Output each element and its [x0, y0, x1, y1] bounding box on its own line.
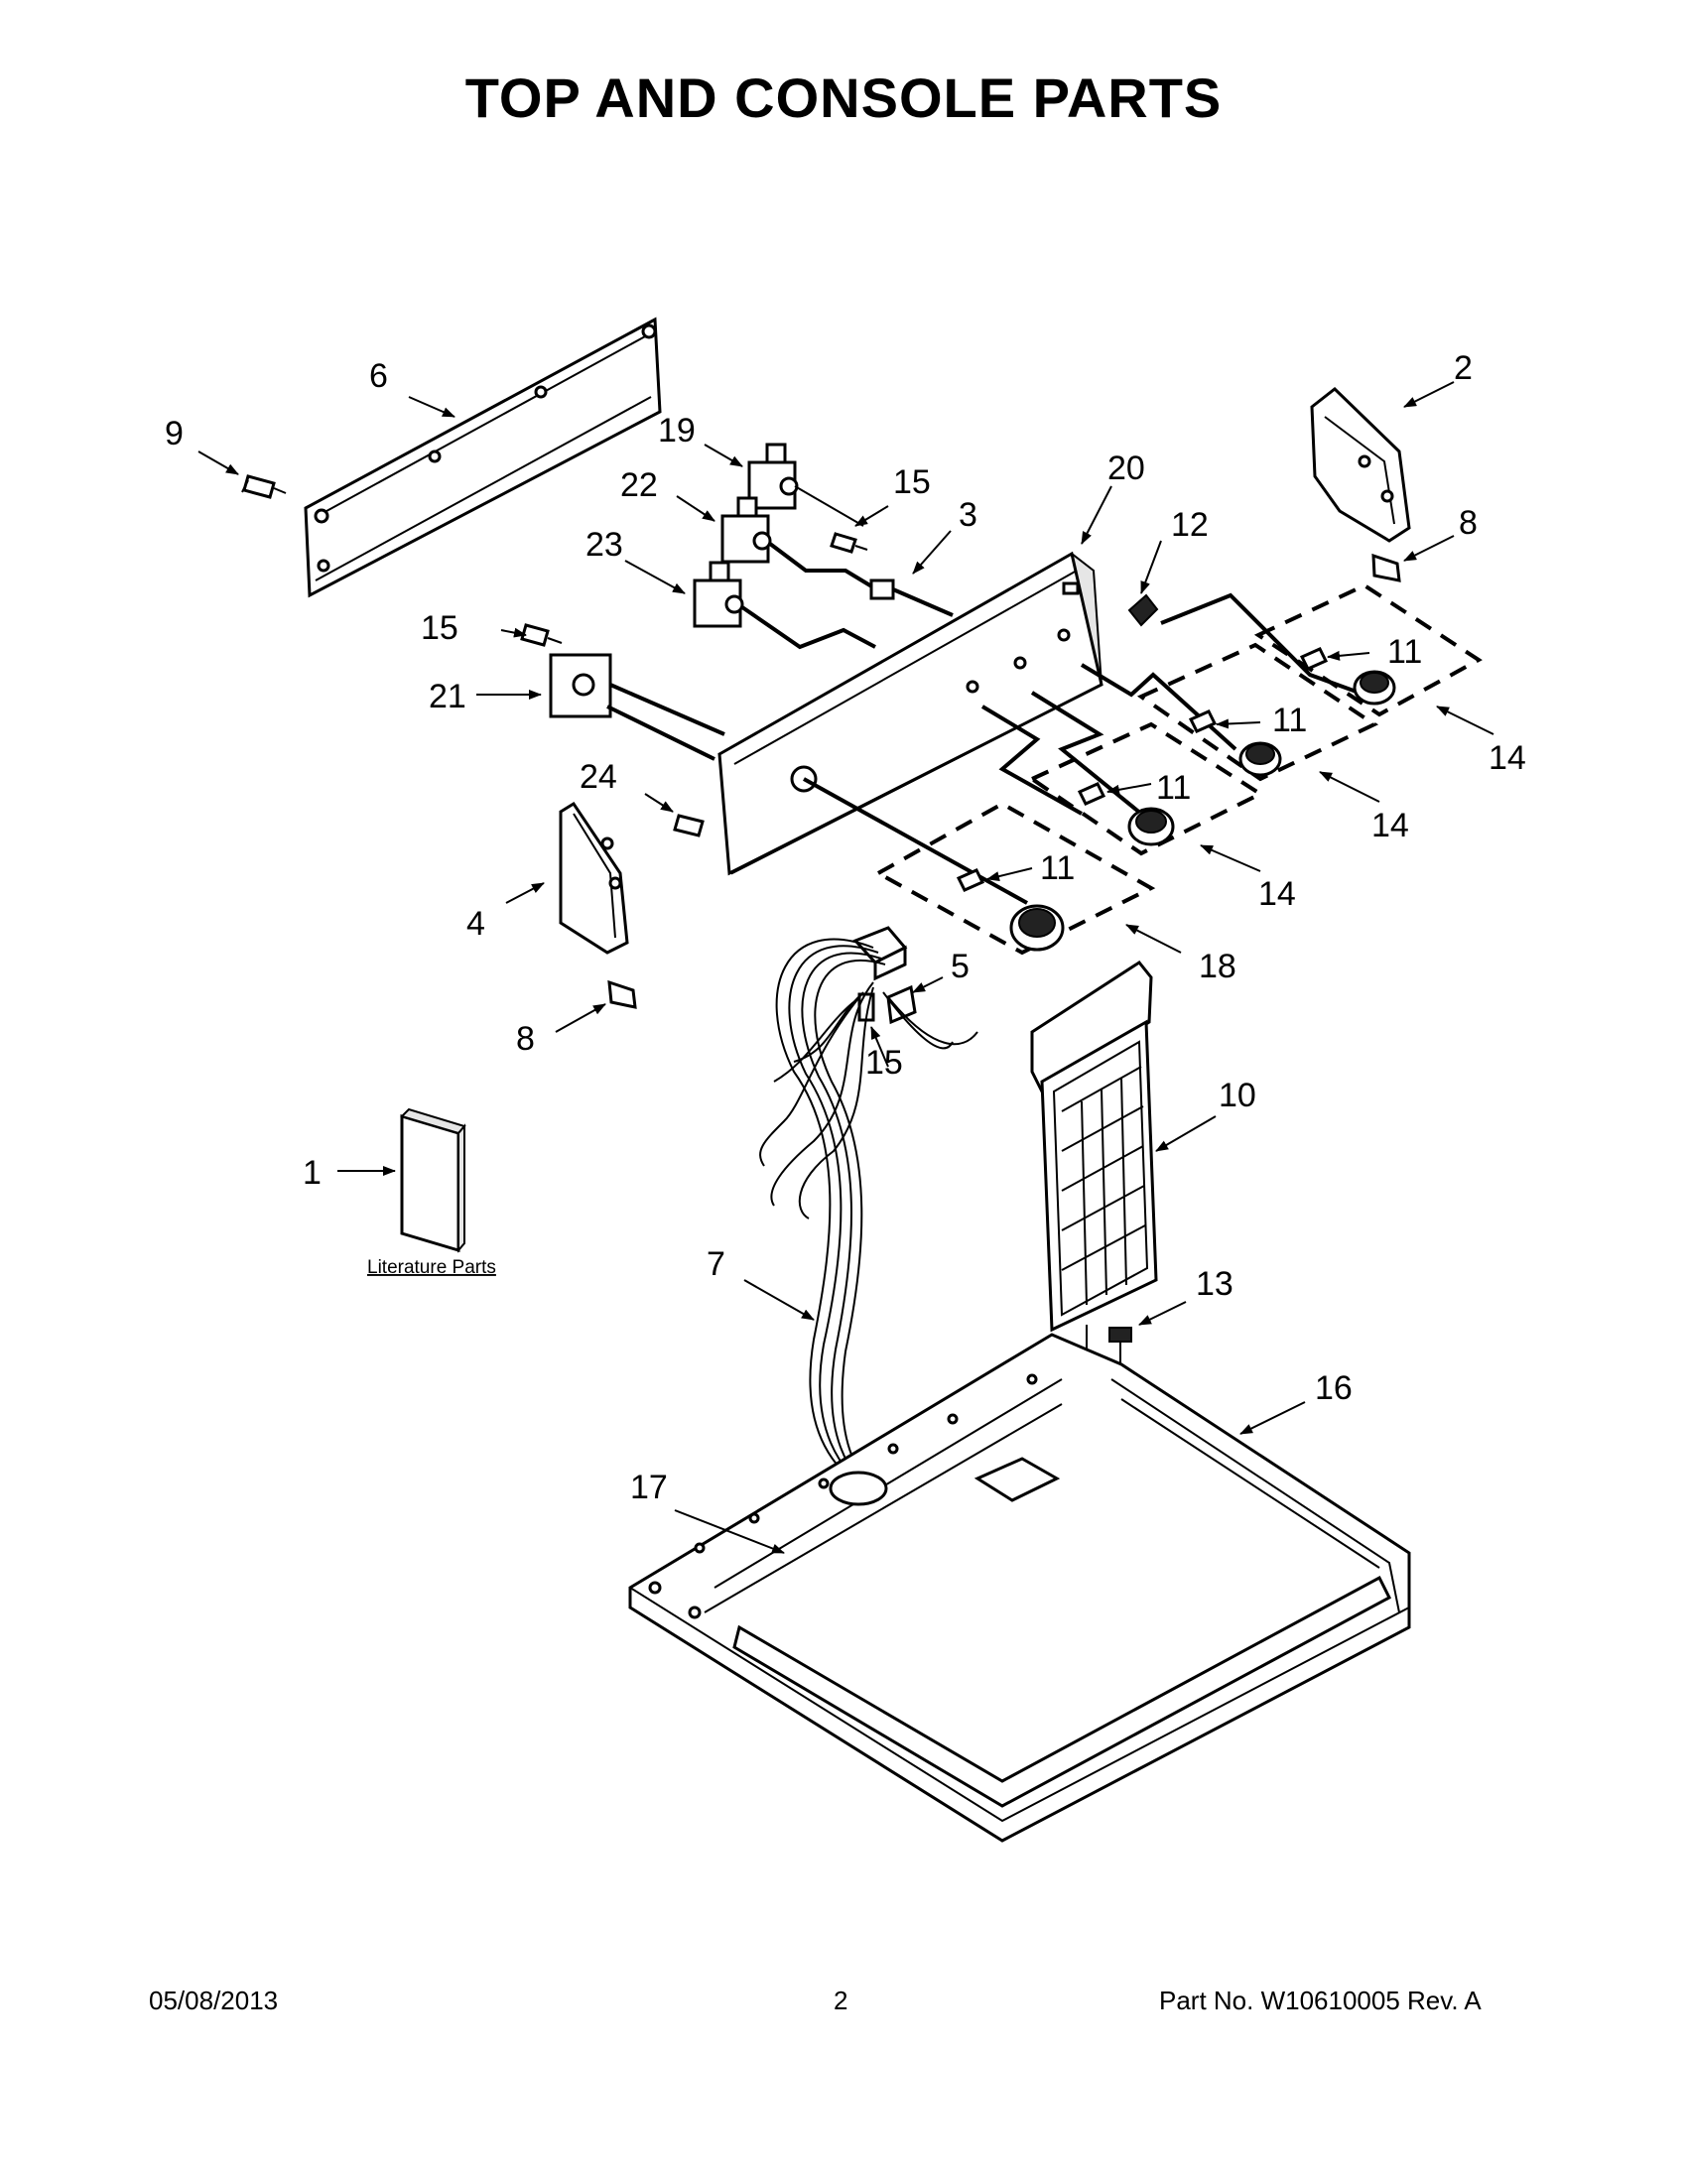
callout-23: 23 [585, 526, 623, 564]
callout-17: 17 [630, 1469, 668, 1506]
callout-15-left: 15 [421, 609, 458, 647]
part-9-screw [241, 474, 287, 499]
callout-11-c: 11 [1156, 769, 1191, 807]
part-18-knob-kit [873, 801, 1156, 956]
footer-page-number: 2 [834, 1986, 848, 2015]
part-5-terminal-block [852, 926, 917, 1025]
knob-4 [1009, 904, 1065, 952]
literature-parts-label: Literature Parts [367, 1257, 496, 1278]
callout-11-b: 11 [1272, 702, 1307, 739]
callout-15-bottom: 15 [865, 1044, 903, 1082]
callout-7: 7 [707, 1245, 725, 1283]
footer-part-number: Part No. W10610005 Rev. A [1159, 1986, 1482, 2015]
knob-1 [1353, 670, 1396, 706]
callout-10: 10 [1219, 1077, 1256, 1114]
part-21-timer [549, 653, 725, 761]
callout-6: 6 [369, 357, 388, 395]
callout-14-b: 14 [1371, 807, 1409, 844]
footer-date: 05/08/2013 [149, 1986, 279, 2015]
part-2-end-cap-right [1310, 387, 1411, 543]
page-title: TOP AND CONSOLE PARTS [464, 66, 1223, 129]
callout-15-top: 15 [893, 463, 931, 501]
callout-12: 12 [1171, 506, 1209, 544]
callout-11-d: 11 [1040, 849, 1075, 887]
callout-9: 9 [165, 415, 184, 452]
part-17-top-panel [628, 1333, 1411, 1843]
part-11-clip-c [1077, 782, 1106, 806]
callout-3: 3 [959, 496, 977, 534]
part-11-clip-a [1299, 647, 1329, 671]
callout-20: 20 [1107, 450, 1145, 487]
part-13-screw [1108, 1327, 1132, 1364]
part-24-screw [673, 814, 705, 837]
callout-21: 21 [429, 678, 466, 715]
callout-arrows [197, 381, 1494, 1554]
part-22-switch [720, 496, 885, 595]
part-6-rear-bracket [304, 317, 662, 598]
callout-14-a: 14 [1489, 739, 1526, 777]
part-12-led [1127, 593, 1159, 627]
callout-8-left: 8 [516, 1020, 535, 1058]
callout-16: 16 [1315, 1369, 1353, 1407]
callout-11-a: 11 [1387, 633, 1422, 671]
callout-22: 22 [620, 466, 658, 504]
callout-2: 2 [1454, 349, 1473, 387]
part-20-console-panel [717, 551, 1103, 876]
part-1-literature [400, 1107, 466, 1253]
callout-8-right: 8 [1459, 504, 1478, 542]
part-4-end-cap-left [559, 801, 629, 955]
part-8-clip-left [607, 979, 637, 1009]
part-16-gasket [1110, 1378, 1400, 1613]
part-3-clip [869, 578, 954, 617]
callout-5: 5 [951, 948, 970, 985]
part-19-switch [747, 443, 864, 527]
part-8-clip-right [1371, 553, 1401, 582]
knob-3 [1127, 807, 1175, 846]
part-11-clip-d [956, 868, 985, 892]
part-11-clip-b [1188, 709, 1218, 733]
part-15-screw-b [520, 623, 563, 647]
part-23-switch [693, 561, 876, 650]
callout-4: 4 [466, 905, 485, 943]
callout-13: 13 [1196, 1265, 1233, 1303]
callout-18: 18 [1199, 948, 1236, 985]
part-14-knob-kit-a [1253, 582, 1483, 717]
callout-1: 1 [303, 1154, 322, 1192]
knob-2 [1238, 741, 1282, 777]
callout-24: 24 [580, 758, 617, 796]
part-14-knob-kit-b [1136, 642, 1379, 782]
callout-19: 19 [658, 412, 696, 450]
part-10-lint-screen [1030, 961, 1158, 1333]
callout-numbers: 6 9 19 22 23 15 3 20 12 2 8 15 21 24 4 8… [165, 349, 1526, 1506]
part-7-wire-harness [759, 938, 978, 1495]
callout-14-c: 14 [1258, 875, 1296, 913]
part-15-screw-a [830, 532, 868, 554]
